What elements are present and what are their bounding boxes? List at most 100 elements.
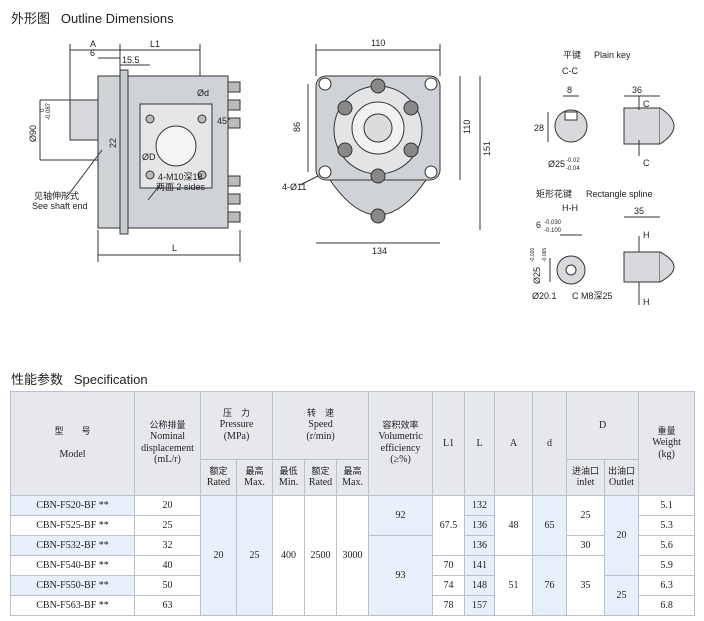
cell-disp: 50: [134, 575, 201, 596]
spec-title: 性能参数 Specification: [11, 372, 148, 388]
cell-l: 136: [464, 515, 496, 536]
cell-weight: 5.3: [638, 515, 696, 536]
m10-note: 4-M10深18: [158, 172, 203, 182]
cell-l1-b: 70: [432, 555, 466, 576]
dim-15-5: 15.5: [122, 55, 140, 65]
cell-weight: 6.8: [638, 595, 696, 616]
dim-phi-D: ØD: [142, 152, 156, 162]
dim-6: 6: [90, 48, 95, 58]
key-cn: 平键: [563, 49, 581, 60]
hdr-pressure: 压 力 Pressure (MPa): [199, 391, 274, 460]
table-row: CBN-F532-BF ** 32 93 136 30 5.6: [10, 535, 696, 616]
cell-speed-max: 3000: [336, 495, 370, 616]
cell-model: CBN-F563-BF **: [10, 595, 135, 616]
key-28: 28: [534, 123, 544, 133]
spline-en: Rectangle spline: [586, 189, 653, 199]
key-8: 8: [567, 85, 572, 95]
dim-phi-d: Ød: [197, 88, 209, 98]
cell-a-a: 48: [494, 495, 534, 556]
hdr-D: D: [566, 391, 640, 460]
cell-l1-a: 67.5: [432, 495, 466, 556]
cell-outlet-a: 20: [604, 495, 640, 576]
cell-eff-b: 93: [368, 535, 434, 616]
cell-l: 136: [464, 535, 496, 556]
dim-22: 22: [108, 138, 118, 148]
cell-speed-min: 400: [272, 495, 306, 616]
key-phi25: Ø25: [548, 159, 565, 169]
dim-phi90-tol-b: -0.087: [46, 102, 52, 120]
cell-l: 141: [464, 555, 496, 576]
outline-title: 外形图 Outline Dimensions: [11, 11, 174, 27]
cell-d-a: 65: [532, 495, 568, 556]
cell-weight: 5.9: [638, 555, 696, 576]
spline-35: 35: [634, 206, 644, 216]
cell-weight: 6.3: [638, 575, 696, 596]
table-row: CBN-F550-BF ** 50 74 148 25 6.3: [10, 575, 696, 616]
cell-model: CBN-F520-BF **: [10, 495, 135, 516]
table-row: CBN-F520-BF ** 20 20 25 400 2500 3000 92…: [10, 495, 696, 616]
cell-disp: 63: [134, 595, 201, 616]
front-86: 86: [292, 122, 302, 132]
cell-weight: 5.6: [638, 535, 696, 556]
spline-h1: H: [643, 230, 650, 240]
cell-l: 157: [464, 595, 496, 616]
spline-cn: 矩形花键: [536, 188, 572, 199]
hdr-speed: 转 速 Speed (r/min): [272, 391, 370, 460]
cell-disp: 32: [134, 535, 201, 556]
spline-phi25: Ø25: [532, 267, 542, 284]
key-cc: C-C: [562, 66, 578, 76]
key-tol-b: -0.04: [566, 166, 580, 172]
front-151: 151: [482, 141, 492, 156]
spline-h2: H: [643, 297, 650, 307]
cell-a-b: 51: [494, 555, 534, 616]
key-36: 36: [632, 85, 642, 95]
cell-pres-rated: 20: [200, 495, 237, 616]
cell-model: CBN-F540-BF **: [10, 555, 135, 576]
key-tol-a: -0.02: [566, 158, 580, 164]
key-en: Plain key: [594, 50, 631, 60]
hdr-model: 型 号 Model: [10, 391, 135, 496]
cell-l1-d: 78: [432, 595, 466, 616]
cell-l1-c: 74: [432, 575, 466, 596]
dim-phi90-tol-a: 0: [40, 108, 46, 112]
table-row: CBN-F525-BF ** 25 136 5.3: [10, 515, 696, 536]
dim-l1: L1: [150, 39, 160, 49]
dim-phi90: Ø90: [28, 125, 38, 142]
dim-45: 45°: [217, 116, 231, 126]
cell-model: CBN-F532-BF **: [10, 535, 135, 556]
hdr-l: L: [464, 391, 496, 496]
spline-6-a: -0.030: [544, 220, 562, 226]
key-c1: C: [643, 99, 650, 109]
cell-l: 132: [464, 495, 496, 516]
front-134: 134: [372, 246, 387, 256]
spline-6: 6: [536, 220, 541, 230]
shaft-note-cn: 见轴伸形式: [34, 190, 79, 201]
cell-inlet-a: 25: [566, 495, 606, 536]
cell-model: CBN-F525-BF **: [10, 515, 135, 536]
hdr-weight: 重量 Weight (kg): [638, 391, 696, 496]
front-holes: 4-Ø11: [282, 182, 306, 192]
two-sides-note: 两面 2 sides: [156, 182, 206, 192]
spline-m8: C M8深25: [572, 291, 613, 301]
spline-phi25-a: -0.026: [530, 248, 536, 262]
cell-pres-max: 25: [235, 495, 274, 616]
cell-outlet-b: 25: [604, 575, 640, 616]
front-110b: 110: [462, 120, 472, 134]
spline-phi20: Ø20.1: [532, 291, 557, 301]
cell-d-b: 76: [532, 555, 568, 616]
key-c2: C: [643, 158, 650, 168]
cell-inlet-c: 35: [566, 555, 606, 616]
dim-l: L: [172, 243, 177, 253]
spec-table: 型 号 Model 公称排量 Nominal displacement (mL/…: [10, 391, 696, 616]
spline-phi25-b: -0.065: [542, 248, 548, 262]
cell-weight: 5.1: [638, 495, 696, 516]
shaft-note-en: See shaft end: [32, 201, 88, 211]
outline-drawing: A L1 6 15.5 Ø90 0 -0.087 22 Ød 45° ØD 4-…: [28, 38, 675, 307]
hdr-disp: 公称排量 Nominal displacement (mL/r): [134, 391, 201, 496]
cell-model: CBN-F550-BF **: [10, 575, 135, 596]
hdr-l1: L1: [432, 391, 466, 496]
